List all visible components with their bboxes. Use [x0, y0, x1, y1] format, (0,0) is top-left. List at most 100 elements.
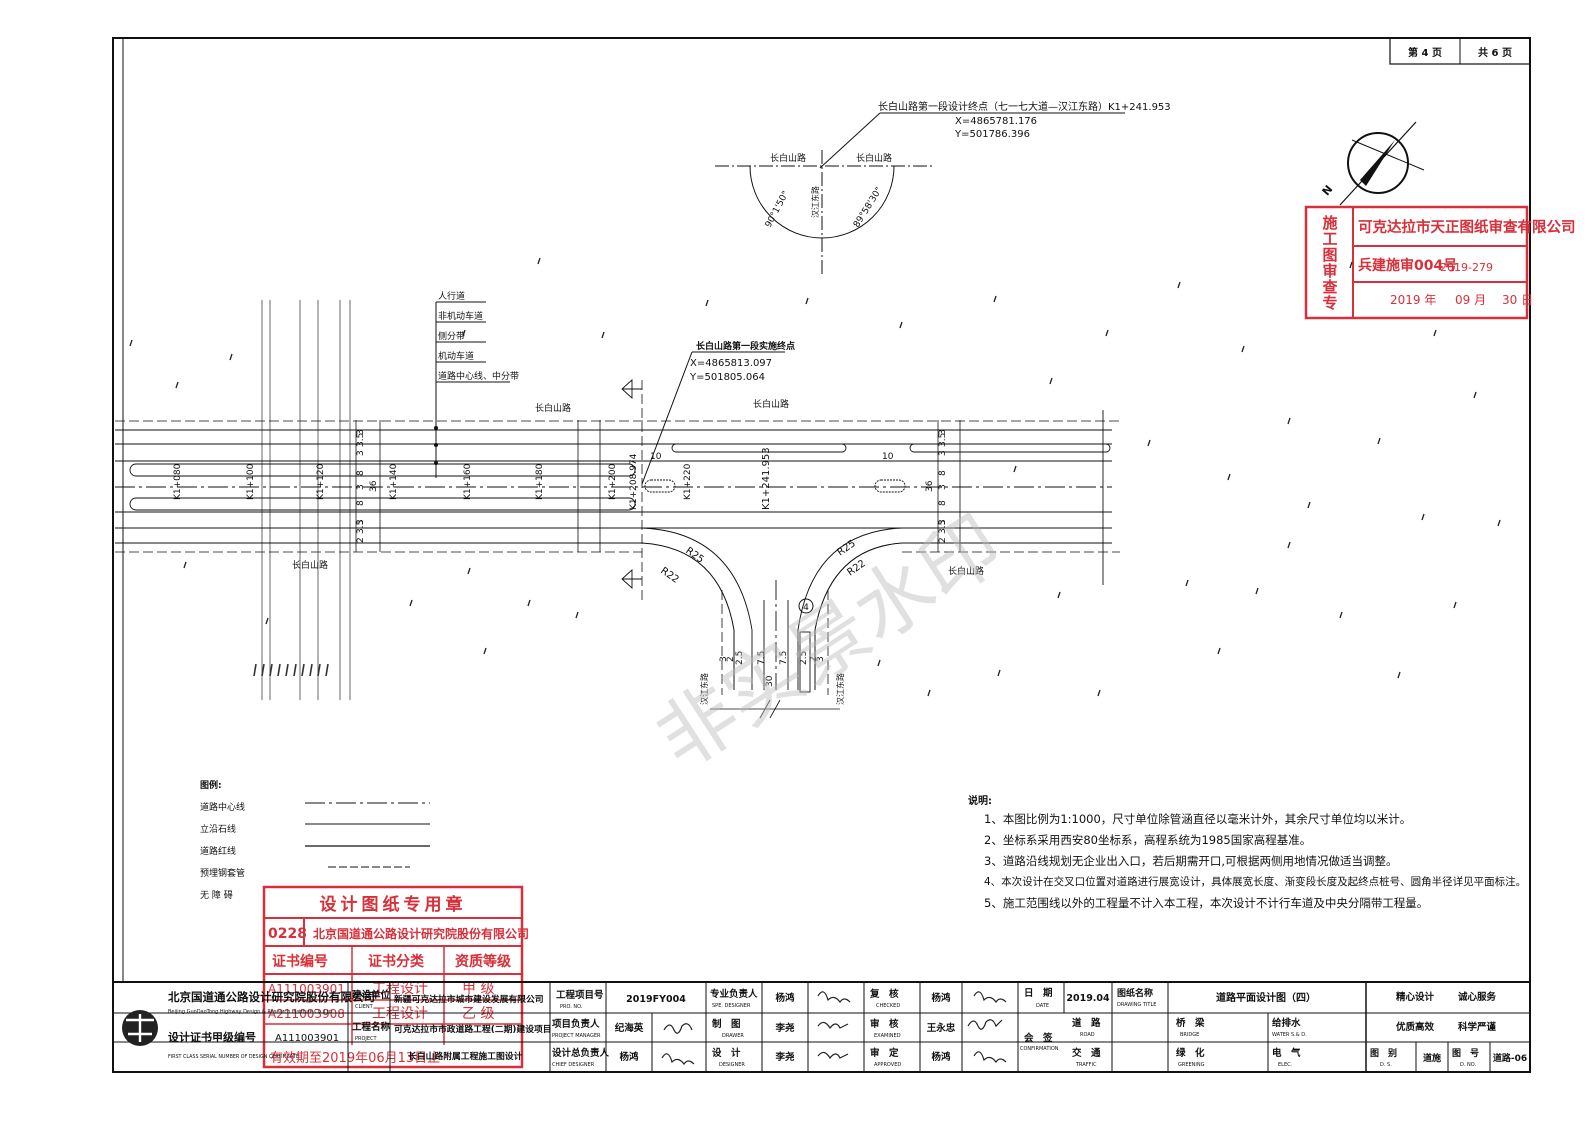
tb-drawer-en: DRAWER	[722, 1033, 744, 1039]
tb-drawing-title: 道路平面设计图（四）	[1216, 991, 1316, 1004]
review-number: 兵建施审004号	[1358, 257, 1457, 274]
tb-examined-label: 审 核	[870, 1018, 899, 1030]
station-10: K1+241.953	[761, 447, 772, 510]
page-indicator: 第 4 页 共 6 页	[1389, 37, 1531, 65]
cross-road-left: 汉江东路	[699, 673, 709, 705]
svg-text:图: 图	[1322, 246, 1337, 264]
dim-left-9: 3.5	[356, 520, 366, 534]
radius-2: R22	[658, 565, 680, 585]
tb-designer-en: DESIGNER	[719, 1062, 745, 1068]
tb-cd: 杨鸿	[619, 1051, 639, 1063]
dim-left-2: 3.5	[356, 433, 366, 447]
section-callouts: 人行道 非机动车道 侧分带 机动车道 道路中心线、中分带	[434, 290, 519, 478]
tb-dno-en: D. NO.	[1460, 1062, 1477, 1068]
tb-pm-label: 项目负责人	[552, 1018, 600, 1030]
tb-slogan-1: 精心设计	[1396, 991, 1435, 1003]
tb-spe: 杨鸿	[775, 992, 795, 1004]
tb-project-en: PROJECT	[355, 1036, 378, 1042]
legend-steel-pipe: 预埋钢套管	[200, 869, 246, 879]
design-stamp-r1-level: 甲 级	[462, 981, 494, 997]
dim-right-10: 2	[938, 537, 948, 543]
tb-greening-en: GREENING	[1178, 1062, 1205, 1068]
legend-centerline: 道路中心线	[200, 803, 246, 813]
tb-traffic-label: 交 通	[1072, 1047, 1101, 1059]
signatures	[661, 991, 1007, 1066]
station-5: K1+160	[463, 463, 473, 500]
detail-road-right: 长白山路	[856, 152, 892, 164]
top-detail: 长白山路第一段设计终点（七一七大道—汉江东路）K1+241.953 X=4865…	[715, 100, 1171, 275]
cross-dims: 3 2 2.5 7.5 7.5 2.5 2 3 30	[719, 651, 826, 687]
tb-slogan-3: 优质高效	[1396, 1021, 1435, 1033]
tb-project-1: 可克达拉市市政道路工程(二期)建设项目	[394, 1023, 552, 1035]
outer-frame	[112, 37, 1531, 1073]
tb-project-label: 工程名称	[352, 1021, 391, 1033]
dim-left-5: 3	[356, 484, 366, 490]
dim-right-1: 3	[938, 429, 948, 435]
dim-left-1: 3	[356, 429, 366, 435]
median-length-left: 10	[650, 452, 662, 462]
callout-bike-lane: 非机动车道	[438, 310, 483, 322]
tb-designer: 李尧	[774, 1051, 795, 1063]
tb-elec-en: ELEC.	[1278, 1062, 1293, 1068]
cross-dim-8: 3	[816, 656, 826, 662]
tb-road-label: 道 路	[1072, 1017, 1101, 1029]
tb-dno-label: 图 号	[1452, 1048, 1479, 1059]
legend-accessible: 无 障 碍	[200, 891, 233, 901]
tb-water-en: WATER S.& D.	[1272, 1032, 1307, 1038]
design-stamp: 设计图纸专用章 0228 北京国道通公路设计研究院股份有限公司 证书编号 证书分…	[262, 885, 529, 1069]
callout-centerline: 道路中心线、中分带	[438, 370, 519, 382]
tb-company-cn: 北京国道通公路设计研究院股份有限公司	[168, 990, 375, 1004]
dim-right-9: 3.5	[938, 520, 948, 534]
cross-width: 30	[765, 675, 775, 687]
dim-right-3: 3	[938, 450, 948, 456]
legend-title: 图例:	[200, 781, 222, 791]
design-stamp-code: 0228	[268, 926, 307, 942]
design-endpoint-title: 长白山路第一段设计终点（七一七大道—汉江东路）K1+241.953	[878, 100, 1171, 113]
cross-dim-1: 3	[719, 656, 729, 662]
legend: 图例: 道路中心线 立沿石线 道路红线 预埋钢套管 无 障 碍	[200, 775, 245, 907]
road-name-bottom-left: 长白山路	[292, 559, 328, 571]
tb-checked: 杨鸿	[931, 992, 951, 1004]
tb-water-label: 给排水	[1272, 1017, 1301, 1029]
road-name-top-left: 长白山路	[535, 402, 571, 414]
tb-designer-label: 设 计	[712, 1047, 741, 1059]
tb-cd-en: CHIEF DESIGNER	[552, 1062, 595, 1068]
station-8: K1+208.974	[629, 453, 639, 510]
tb-pm-en: PROJECT MANAGER	[552, 1033, 601, 1039]
tb-date-en: DATE	[1036, 1003, 1049, 1009]
tb-spe-en: SPE. DESIGNER	[712, 1003, 751, 1009]
design-stamp-r2-no: A211003908	[268, 1007, 345, 1021]
design-stamp-h2: 证书分类	[368, 953, 425, 970]
note-4: 4、本次设计在交叉口位置对道路进行展宽设计，具体展宽长度、渐变段长度及起终点桩号…	[984, 876, 1527, 888]
tb-company-en: Beijing GuoDaoTong Highway Design & Rese…	[168, 1009, 332, 1015]
tb-drawer-label: 制 图	[712, 1018, 741, 1030]
cross-dim-7: 2	[809, 656, 819, 662]
title-block-logo-icon	[122, 1010, 158, 1046]
tb-dno: 道路-06	[1493, 1052, 1527, 1064]
tb-proj-no-en: PRO. NO.	[560, 1004, 583, 1010]
tb-elec-label: 电 气	[1272, 1047, 1301, 1059]
tb-approved-en: APPROVED	[874, 1062, 901, 1068]
station-6: K1+180	[535, 463, 545, 500]
callout-motor-lane: 机动车道	[438, 350, 474, 362]
cross-dim-6: 2.5	[799, 651, 809, 665]
legend-lines	[305, 802, 430, 868]
tb-bridge-label: 桥 梁	[1176, 1017, 1205, 1029]
detail-angle-left: 90°1'50"	[764, 190, 791, 230]
station-7: K1+200	[608, 463, 618, 500]
dim-right-2: 3.5	[938, 433, 948, 447]
tb-date: 2019.04	[1066, 993, 1110, 1004]
tb-cert-no: A111003901	[275, 1033, 339, 1044]
station-1: K1+080	[173, 463, 183, 500]
tb-examined-en: EXAMINED	[874, 1033, 901, 1039]
radius-1: R25	[683, 545, 705, 565]
tb-confirm-label: 会 签	[1024, 1032, 1053, 1044]
circle-mark: 4	[803, 603, 809, 613]
callout-side-median: 侧分带	[438, 330, 465, 342]
median-length-right: 10	[882, 452, 894, 462]
tb-approved: 杨鸿	[931, 1051, 951, 1063]
cross-road-right: 汉江东路	[835, 673, 845, 705]
dims-left: 3 3.5 3 8 3 36 8 3 3.5 2	[356, 429, 379, 543]
tb-ds-en: D. S.	[1380, 1062, 1392, 1068]
